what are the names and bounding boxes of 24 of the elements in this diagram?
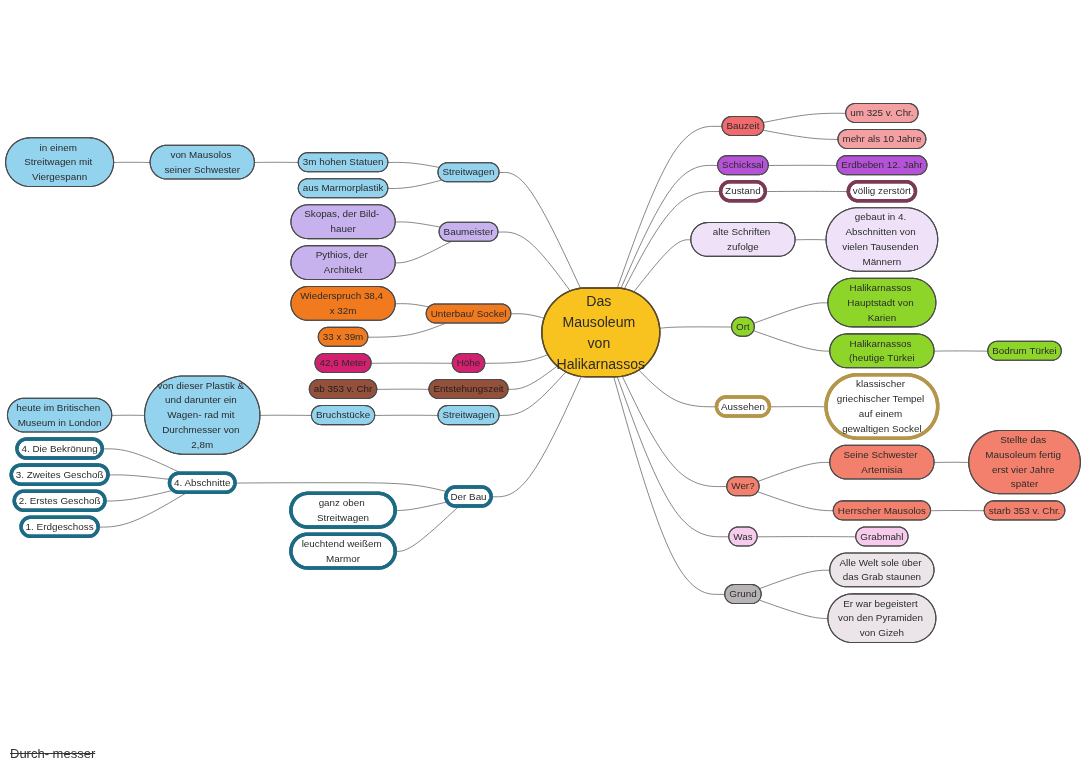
connector [613, 376, 726, 595]
connector [510, 313, 545, 319]
connector [367, 322, 446, 338]
connector [499, 172, 582, 290]
connector [617, 376, 730, 538]
connector [387, 162, 441, 168]
connector [254, 161, 299, 163]
connector [757, 491, 834, 512]
connector [616, 126, 723, 289]
connector [497, 231, 571, 292]
connector [395, 303, 430, 308]
connector [623, 191, 722, 290]
connector [387, 179, 443, 189]
connector [930, 510, 985, 512]
crossed-out-note: Durch- messer [10, 746, 96, 763]
connector [795, 239, 827, 241]
connector [499, 371, 567, 416]
connector [113, 161, 151, 163]
connector [491, 376, 582, 498]
connector [484, 354, 549, 364]
connector [395, 221, 442, 228]
connector [371, 362, 453, 364]
connector [508, 365, 558, 390]
connector [395, 241, 452, 264]
